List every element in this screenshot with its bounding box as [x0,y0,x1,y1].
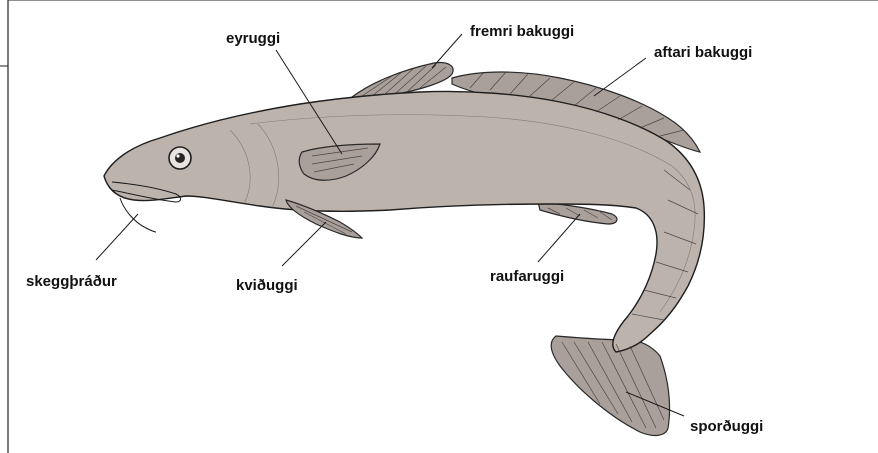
leader-kvidugg [282,222,326,266]
label-fremri-bakuggi: fremri bakuggi [470,23,574,40]
leader-raufaruggi [538,214,580,262]
leader-aftari-bakuggi [594,58,646,96]
label-skeggthradur: skeggþráður [26,273,117,290]
barbel [120,198,156,232]
leader-skeggthradur [96,214,138,260]
label-aftari-bakuggi: aftari bakuggi [654,44,752,61]
caudal-fin [551,336,670,435]
label-eyruggi: eyruggi [226,30,280,47]
fish-illustration [104,63,704,436]
label-kvidugg: kviðuggi [236,277,298,294]
label-spordugg: sporðuggi [690,418,763,435]
label-raufaruggi: raufaruggi [490,268,564,285]
